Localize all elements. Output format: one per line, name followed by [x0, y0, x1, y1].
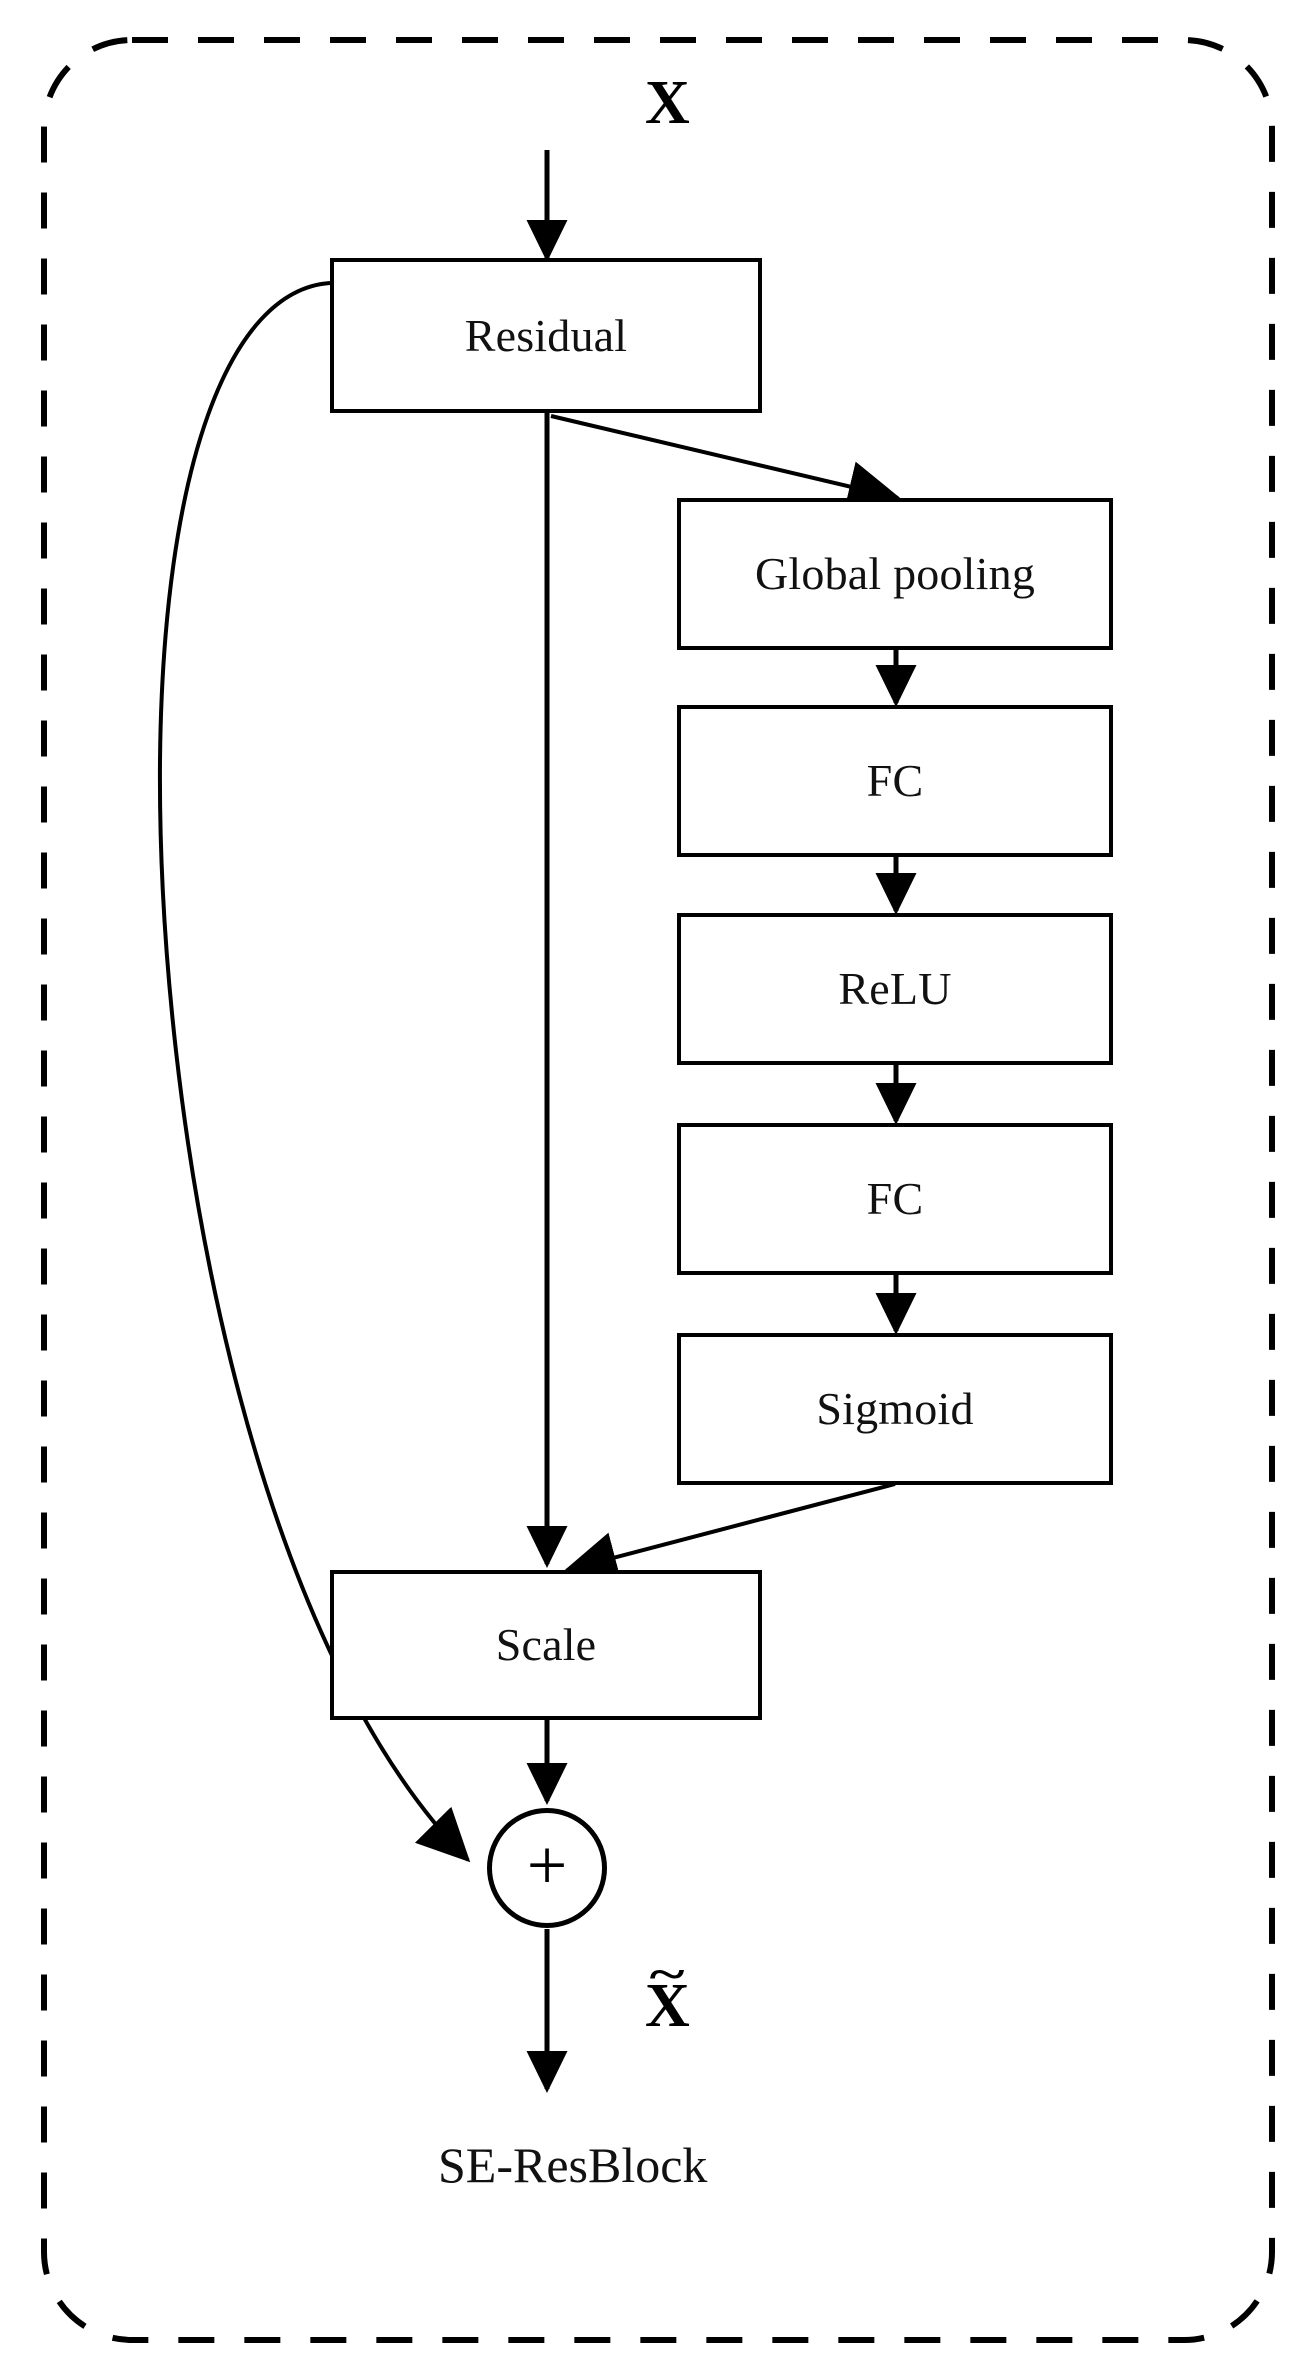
- node-sigmoid[interactable]: Sigmoid: [677, 1333, 1113, 1485]
- node-global-pooling-label: Global pooling: [754, 548, 1036, 599]
- node-residual[interactable]: Residual: [330, 258, 762, 413]
- node-relu-label: ReLU: [838, 963, 952, 1014]
- edge-residual-to-global-pooling: [550, 414, 902, 512]
- output-tensor-label: ~ X: [645, 1952, 690, 2040]
- output-tensor-symbol: X: [645, 1972, 690, 2040]
- node-fc-1[interactable]: FC: [677, 705, 1113, 857]
- edge-sigmoid-to-scale: [563, 1482, 896, 1583]
- node-scale-label: Scale: [495, 1619, 597, 1670]
- node-sigmoid-label: Sigmoid: [816, 1383, 974, 1434]
- node-fc-2-label: FC: [866, 1173, 924, 1224]
- output-tensor-symbol-wrap: ~ X: [645, 1952, 690, 2040]
- input-tensor-symbol: X: [645, 69, 690, 137]
- diagram-caption: SE-ResBlock: [438, 2137, 708, 2193]
- node-relu[interactable]: ReLU: [677, 913, 1113, 1065]
- tilde-accent-icon: ~: [649, 1948, 685, 1999]
- node-scale[interactable]: Scale: [330, 1570, 762, 1720]
- plus-icon: +: [526, 1825, 568, 1905]
- node-fc-1-label: FC: [866, 755, 924, 806]
- edge-residual-skip-to-sum: [157, 281, 471, 1863]
- node-sum[interactable]: +: [487, 1808, 607, 1928]
- input-tensor-label: X: [645, 72, 690, 134]
- node-fc-2[interactable]: FC: [677, 1123, 1113, 1275]
- node-residual-label: Residual: [464, 309, 628, 361]
- node-global-pooling[interactable]: Global pooling: [677, 498, 1113, 650]
- dashed-container-border: [41, 37, 1275, 2343]
